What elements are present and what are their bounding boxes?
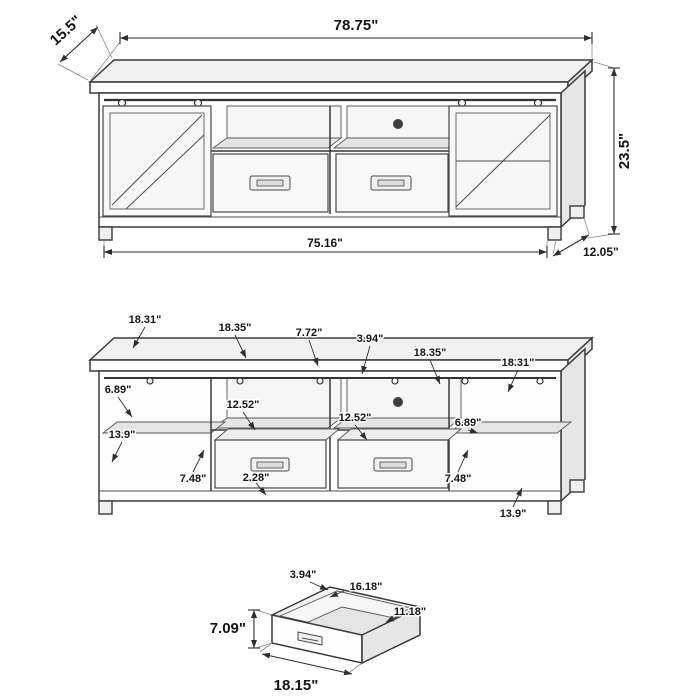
dim-right-shelf-height: 6.89" [455,417,482,429]
dim-divider-width: 3.94" [357,333,384,345]
cubby-right-back [346,105,462,139]
cable-hole [393,119,403,129]
cubby-left-back [226,105,342,139]
dim-left-side-height: 13.9" [109,429,136,441]
dim-left-shelf-height: 6.89" [105,384,132,396]
rail-hanger [236,377,244,385]
leg-left [98,500,113,515]
dim-drawer-front-height: 7.09" [210,620,246,637]
dim-drawer-depth: 11.18" [394,606,426,618]
tv-console-front-view [88,58,594,241]
cubby-right-floor [332,137,463,149]
dim-inner-width: 75.16" [307,236,343,250]
drawer-box [269,586,423,665]
drawer-box-left-rim [213,428,341,441]
leg-back [569,479,585,493]
shelf-right [447,421,573,434]
dim-drawer-back-height: 3.94" [290,569,317,581]
dim-left-drawer-width: 12.52" [227,399,260,411]
leg-right [547,500,562,515]
drawer-handle-slot [301,637,319,642]
dim-right-cubby-width: 18.35" [414,347,447,359]
console-right-side [560,69,586,229]
dim-top-gap-width: 7.72" [296,327,323,339]
interior-dimensions: 18.31" 18.35" 7.72" 3.94" 18.35" 18.31" … [103,313,536,522]
drawer-handle-right-slot [377,179,405,187]
dim-left-opening-height: 7.48" [180,473,207,485]
door-right-brace [455,114,551,208]
leg-back [569,205,585,219]
rail-hanger [536,377,544,385]
console-top-edge [89,81,569,94]
door-left-brace2 [125,134,205,210]
drawer-right-side [361,605,421,665]
rail-hanger [461,377,469,385]
dim-overall-width: 78.75" [334,17,379,34]
interior-dimension-drawing: 18.31" 18.35" 7.72" 3.94" 18.35" 18.31" … [88,313,594,522]
dim-right-side-height: 13.9" [500,508,527,520]
tv-console-open-view [88,336,594,515]
drawer-handle-right-slot [379,461,407,469]
dim-left-cubby-width: 18.35" [219,322,252,334]
drawer-dimension-drawing: 3.94" 16.18" 11.18" 7.09" 18.15" [208,568,427,696]
rail-hanger [391,377,399,385]
dim-left-shelf-width: 18.31" [129,314,162,326]
drawer-dimensions: 3.94" 16.18" 11.18" 7.09" 18.15" [208,568,427,696]
drawer-handle-left-slot [256,461,284,469]
dim-right-shelf-width: 18.31" [502,357,535,369]
shelf-left [101,421,227,434]
rail-hanger [316,377,324,385]
dim-drawer-front-width: 18.15" [274,677,319,694]
cubby-left-floor [211,417,343,429]
cubby-left-floor [211,137,343,149]
cubby-right-floor [332,417,463,429]
cubby-left-back [226,377,342,419]
dim-right-opening-height: 7.48" [445,473,472,485]
overall-dimension-drawing: 78.75" 15.5" 23.5" 75.16" 12.05" [45,11,634,261]
console-top-face [88,59,594,83]
drawer-handle [297,631,323,646]
cable-hole [393,397,403,407]
leg-left [98,226,113,241]
door-left-brace [111,114,203,206]
console-top-edge [89,359,569,372]
leg-right [547,226,562,241]
dim-overall-height: 23.5" [616,133,633,169]
drawer-box-right-rim [336,428,463,441]
dim-base-depth: 12.05" [583,245,619,259]
drawer-handle-left-slot [256,179,284,187]
dim-right-drawer-width: 12.52" [339,412,372,424]
dim-base-height: 2.28" [243,472,270,484]
rail-hanger [146,377,154,385]
dim-drawer-inner-width: 16.18" [350,581,383,593]
